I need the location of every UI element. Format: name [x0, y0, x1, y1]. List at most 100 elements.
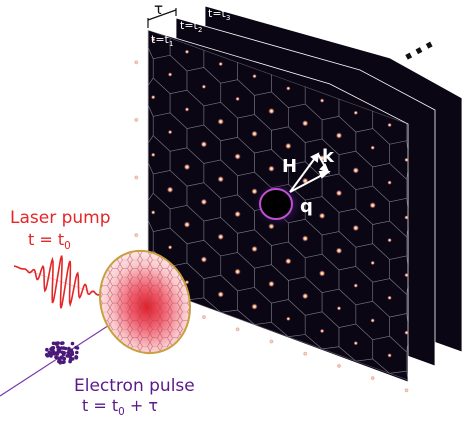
electron-bunch — [44, 341, 80, 365]
bragg-spot — [387, 180, 392, 185]
electron-dot — [60, 350, 65, 355]
vector-q-label: q — [300, 196, 313, 217]
tau-label: τ — [154, 0, 164, 18]
bragg-spot — [183, 163, 191, 171]
bragg-spot — [268, 280, 275, 288]
electron-dot — [62, 360, 66, 364]
electron-dot — [60, 341, 64, 346]
bragg-spot — [235, 96, 240, 102]
scattering-vectors — [289, 152, 331, 193]
bragg-spot — [134, 60, 139, 65]
bragg-spot — [353, 341, 358, 346]
bragg-spot — [234, 268, 241, 275]
electron-dot — [67, 346, 71, 351]
bragg-spot — [201, 84, 207, 89]
bragg-spot — [217, 176, 224, 183]
electron-dot — [56, 347, 61, 352]
bragg-spot — [285, 142, 292, 150]
vector-q-head — [318, 171, 331, 179]
frame-3-label: t=t3 — [208, 7, 231, 23]
bragg-spot — [151, 37, 156, 42]
bragg-spot — [269, 339, 274, 344]
bragg-spot — [387, 122, 392, 128]
hex-cell — [288, 334, 323, 350]
bragg-spot — [319, 98, 325, 103]
electron-dot — [58, 360, 63, 365]
electron-dot — [61, 346, 66, 350]
bragg-spot — [184, 49, 190, 54]
electron-dot — [45, 347, 49, 352]
bragg-spot — [352, 167, 359, 174]
electron-dot — [56, 345, 60, 349]
bragg-spot — [387, 295, 392, 300]
bragg-spot — [251, 303, 258, 310]
bragg-spot — [404, 215, 409, 220]
bragg-spot — [167, 129, 173, 135]
bragg-spot — [200, 141, 208, 148]
bragg-spot — [200, 256, 208, 263]
frame-1 — [134, 29, 409, 393]
bragg-spot — [352, 224, 359, 232]
frame-2-label: t=t2 — [180, 19, 203, 35]
bragg-spot — [370, 375, 375, 381]
hex-cell — [389, 370, 409, 381]
bragg-spot — [234, 210, 241, 218]
electron-dot — [61, 356, 65, 360]
bragg-spot — [251, 245, 258, 253]
bragg-spot — [268, 107, 275, 115]
bragg-spot — [286, 86, 291, 91]
electron-dot — [65, 354, 70, 358]
vector-k-label: k — [322, 146, 334, 167]
bragg-spot — [217, 233, 224, 240]
vector-H — [289, 153, 319, 193]
electron-dot — [51, 341, 56, 346]
hex-cell — [321, 346, 357, 362]
bragg-spot — [336, 363, 342, 369]
vector-H-label: H — [282, 156, 298, 177]
bragg-spot — [387, 353, 392, 358]
bragg-spot — [200, 198, 208, 206]
bragg-spot — [353, 283, 358, 288]
electron-dot — [75, 350, 79, 355]
electron-dot — [56, 341, 60, 345]
electron-dot — [70, 357, 75, 361]
bragg-spot — [151, 152, 156, 157]
bragg-spot — [252, 74, 257, 79]
frame-1-label: t=t1 — [151, 33, 174, 49]
bragg-spot — [335, 189, 343, 197]
bragg-spot — [251, 130, 258, 137]
bragg-spot — [134, 175, 139, 180]
bragg-spot — [404, 157, 409, 163]
hex-cell — [220, 309, 255, 325]
laser-pump-time: t = t0 — [28, 230, 71, 253]
bragg-spot — [151, 95, 156, 100]
bragg-spot — [370, 318, 375, 323]
bragg-spot — [302, 235, 309, 242]
beam-stop — [259, 188, 293, 220]
bragg-spot — [285, 258, 292, 265]
bragg-spot — [134, 117, 139, 123]
bragg-spot — [234, 153, 241, 160]
bragg-spot — [370, 145, 375, 150]
electron-dot — [69, 352, 74, 357]
bragg-spot — [183, 221, 191, 228]
bragg-spot — [302, 120, 309, 127]
bragg-spot — [235, 327, 240, 332]
bragg-spot — [217, 291, 224, 298]
bragg-spot — [318, 212, 326, 219]
bragg-spot — [166, 186, 174, 193]
vector-H-head — [310, 152, 320, 163]
laser-pump-title: Laser pump — [10, 208, 111, 228]
hex-cell — [254, 321, 289, 338]
electron-dot — [49, 351, 53, 355]
bragg-spot — [353, 110, 358, 116]
bragg-spot — [286, 316, 291, 321]
bragg-spot — [335, 247, 343, 254]
bragg-spot — [217, 118, 224, 125]
bragg-spot — [370, 260, 375, 266]
electron-dot — [50, 346, 54, 350]
bragg-spot — [268, 165, 275, 172]
electron-dot — [74, 356, 79, 360]
electron-pulse-title: Electron pulse — [74, 376, 195, 396]
